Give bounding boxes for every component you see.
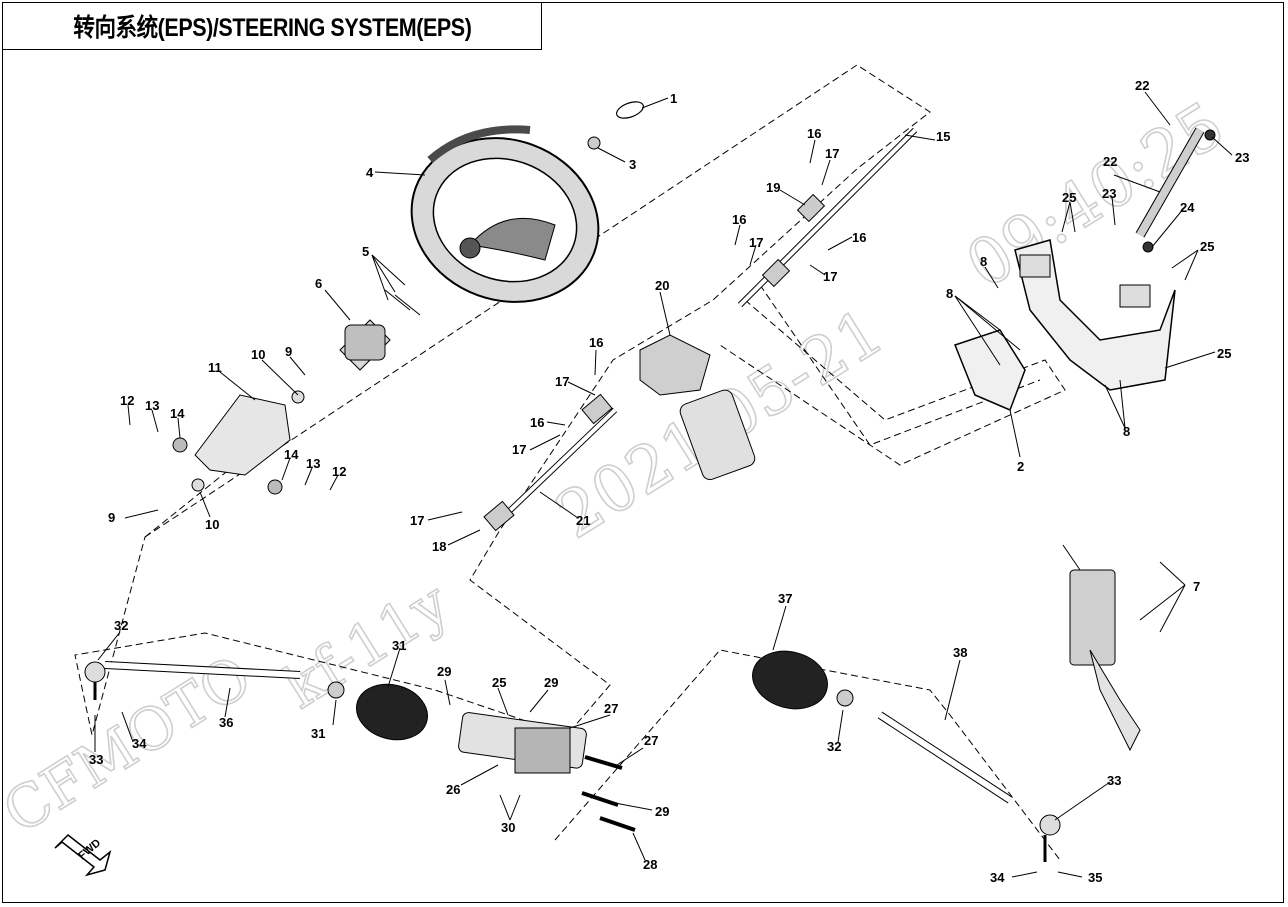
callout-36: 37 [778,591,792,606]
callout-9a: 9 [285,344,292,359]
boot-right [752,650,854,710]
watermark-time: 09:40:25 [954,88,1237,303]
callout-4: 4 [366,165,374,180]
callout-29a: 29 [437,664,451,679]
page-title: 转向系统(EPS)/STEERING SYSTEM(EPS) [72,14,472,42]
callout-1: 1 [670,91,677,106]
callout-34b: 35 [1088,870,1102,885]
callout-11: 11 [208,360,222,375]
callout-17f: 18 [432,539,446,554]
callout-25d: 26 [446,782,460,797]
upper-steering-shaft [737,127,918,308]
boot-left [327,681,428,741]
callout-22b: 23 [1102,186,1116,201]
callout-33a: 33 [89,752,103,767]
pedal-assembly [1069,569,1141,752]
callout-27b: 28 [643,857,657,872]
callout-26: 27 [604,701,618,716]
callout-25a: 25 [1062,190,1076,205]
rack-bolts [581,755,636,832]
callout-32b: 33 [1107,773,1121,788]
mounting-frame [954,239,1176,411]
callout-5: 5 [362,244,369,259]
callout-8a: 8 [980,254,987,269]
callout-3: 3 [629,157,636,172]
callout-29b: 29 [544,675,558,690]
gas-strut [1135,127,1216,253]
callout-12b: 12 [332,464,346,479]
steering-wheel [410,125,600,303]
bracket-outline [144,464,236,538]
callout-6: 6 [315,276,322,291]
steering-hub [339,289,421,371]
callout-17d: 17 [555,374,569,389]
callout-14b: 14 [284,447,299,462]
callout-16c: 16 [852,230,866,245]
assembly-dashed-outlines [74,64,1066,861]
callout-23b: 24 [1180,200,1195,215]
callout-13b: 13 [306,456,320,471]
eps-motor [639,334,756,481]
callout-28: 29 [655,804,669,819]
tie-rod-right [877,711,1061,862]
callout-labels: 1 2 3 4 5 6 7 8 8 8 9 9 10 10 11 12 12 1… [89,78,1249,885]
callout-21: 22 [1103,154,1117,169]
callout-9b: 9 [108,510,115,525]
intermediate-shaft [483,393,618,532]
callout-15: 15 [936,129,950,144]
steering-rack [458,712,587,774]
column-bracket [172,390,305,495]
callout-13a: 13 [145,398,159,413]
callout-16a: 16 [807,126,821,141]
frame-outline [719,299,1066,466]
callout-32a: 32 [114,618,128,633]
callout-31b: 32 [827,739,841,754]
callout-17b: 17 [749,235,763,250]
callout-29c: 30 [501,820,515,835]
callout-30: 31 [392,638,406,653]
callout-12a: 12 [120,393,134,408]
callout-19: 20 [655,278,669,293]
callout-17a: 17 [825,146,839,161]
callout-17c: 17 [823,269,837,284]
callout-25c: 25 [492,675,506,690]
horn-cover [616,101,644,119]
callout-16e: 16 [530,415,544,430]
callout-8c: 8 [1123,424,1130,439]
callout-37: 38 [953,645,967,660]
rack-outline [554,649,1061,861]
forward-direction-marker: FWD [54,834,112,877]
tie-rod-left [84,661,301,700]
callout-8b: 8 [946,286,953,301]
callout-35: 36 [219,715,233,730]
column-outline [74,64,931,736]
callout-34a: 34 [132,736,147,751]
callout-2: 2 [1017,459,1024,474]
leader-lines [94,91,1233,878]
callout-25b: 25 [1200,239,1214,254]
callout-7: 7 [1193,579,1200,594]
callout-16d: 16 [589,335,603,350]
callout-10b: 10 [205,517,219,532]
callout-16f: 17 [410,513,424,528]
callout-24: 25 [1217,346,1231,361]
nut-3 [587,136,601,150]
callout-18: 19 [766,180,780,195]
callout-31a: 31 [311,726,325,741]
callout-16b: 16 [732,212,746,227]
callout-10a: 10 [251,347,265,362]
callout-17e: 17 [512,442,526,457]
callout-33b: 34 [990,870,1005,885]
callout-22a: 22 [1135,78,1149,93]
callout-14a: 14 [170,406,185,421]
callout-20: 21 [576,513,590,528]
callout-23a: 23 [1235,150,1249,165]
callout-27a: 27 [644,733,658,748]
title-box: 转向系统(EPS)/STEERING SYSTEM(EPS) [2,2,542,50]
